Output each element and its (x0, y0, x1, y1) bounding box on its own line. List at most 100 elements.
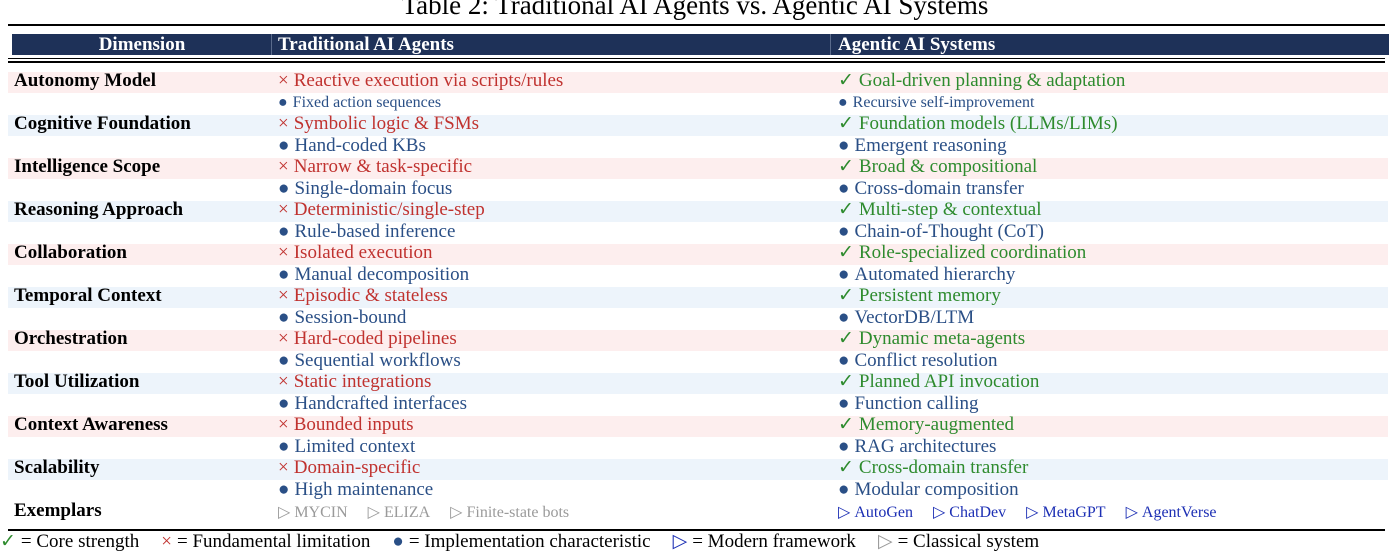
bullet-icon: ● (278, 307, 290, 328)
modern-framework-name: ChatDev (949, 504, 1007, 521)
agentic-implementation-text: RAG architectures (854, 436, 997, 457)
modern-framework-item: ▷AgentVerse (1126, 504, 1217, 521)
bullet-icon: ● (278, 94, 288, 111)
bullet-icon: ● (278, 393, 290, 414)
cross-icon: × (278, 199, 289, 220)
traditional-limitation-text: Symbolic logic & FSMs (293, 113, 479, 134)
traditional-limitation-text: Isolated execution (293, 242, 433, 263)
traditional-implementation: ●Rule-based inference (278, 221, 455, 242)
agentic-implementation-text: Conflict resolution (854, 350, 998, 371)
traditional-limitation-text: Bounded inputs (293, 414, 414, 435)
check-icon: ✓ (838, 156, 854, 177)
triangle-icon: ▷ (838, 504, 851, 521)
agentic-strength: ✓Goal-driven planning & adaptation (838, 70, 1125, 91)
agentic-implementation: ●Cross-domain transfer (838, 178, 1024, 199)
agentic-implementation-text: Cross-domain transfer (854, 178, 1024, 199)
traditional-implementation: ●Session-bound (278, 307, 406, 328)
agentic-implementation-text: Recursive self-improvement (852, 94, 1035, 111)
modern-framework-name: MetaGPT (1042, 504, 1106, 521)
row-dimension: Context Awareness (14, 414, 168, 435)
traditional-limitation: ×Static integrations (278, 371, 431, 392)
triangle-icon: ▷ (367, 504, 380, 521)
legend-item: ▷= Classical system (878, 531, 1039, 552)
bullet-icon: ● (278, 479, 290, 500)
row-dimension: Cognitive Foundation (14, 113, 191, 134)
traditional-limitation: ×Episodic & stateless (278, 285, 448, 306)
traditional-limitation: ×Narrow & task-specific (278, 156, 472, 177)
classical-system-name: MYCIN (294, 504, 348, 521)
legend-item: ×= Fundamental limitation (161, 531, 370, 552)
traditional-limitation: ×Domain-specific (278, 457, 420, 478)
row-dimension: Tool Utilization (14, 371, 140, 392)
row-dimension: Scalability (14, 457, 100, 478)
header-dimension: Dimension (98, 34, 186, 55)
table-header: Dimension Traditional AI Agents Agentic … (12, 34, 1389, 55)
traditional-implementation-text: Hand-coded KBs (294, 135, 426, 156)
row-dimension: Intelligence Scope (14, 156, 161, 177)
agentic-implementation: ●Recursive self-improvement (838, 92, 1034, 113)
header-traditional: Traditional AI Agents (278, 34, 454, 55)
bullet-icon: ● (838, 393, 850, 414)
classical-system-item: ▷MYCIN (278, 504, 348, 521)
traditional-limitation-text: Domain-specific (293, 457, 421, 478)
row-dimension: Autonomy Model (14, 70, 156, 91)
legend-text: = Implementation characteristic (408, 531, 651, 552)
bullet-icon: ● (838, 94, 848, 111)
bullet-icon: ● (278, 436, 290, 457)
agentic-implementation-text: Chain-of-Thought (CoT) (854, 221, 1044, 242)
modern-framework-item: ▷AutoGen (838, 504, 913, 521)
agentic-strength-text: Planned API invocation (858, 371, 1040, 392)
header-divider (830, 34, 831, 55)
agentic-strength: ✓Multi-step & contextual (838, 199, 1042, 220)
modern-framework-name: AgentVerse (1141, 504, 1217, 521)
agentic-implementation-text: VectorDB/LTM (854, 307, 975, 328)
check-icon: ✓ (838, 328, 854, 349)
traditional-limitation: ×Reactive execution via scripts/rules (278, 70, 563, 91)
bullet-icon: ● (838, 135, 850, 156)
cross-icon: × (278, 285, 289, 306)
exemplars-label: Exemplars (14, 500, 102, 521)
legend-text: = Modern framework (692, 531, 856, 552)
bottom-rule (8, 529, 1385, 531)
legend-text: = Fundamental limitation (177, 531, 371, 552)
bullet-icon: ● (838, 436, 850, 457)
triangle-icon: ▷ (1125, 504, 1138, 521)
row-band (8, 416, 1388, 437)
row-band (8, 373, 1388, 394)
modern-framework-name: AutoGen (854, 504, 913, 521)
modern-framework-item: ▷ChatDev (933, 504, 1006, 521)
agentic-implementation-text: Function calling (854, 393, 979, 414)
bullet-icon: ● (278, 264, 290, 285)
check-icon: ✓ (838, 242, 854, 263)
legend-item: ▷= Modern framework (673, 531, 856, 552)
legend-item: ●= Implementation characteristic (392, 531, 650, 552)
traditional-implementation-text: Limited context (294, 436, 416, 457)
traditional-limitation: ×Symbolic logic & FSMs (278, 113, 479, 134)
modern-framework-item: ▷MetaGPT (1026, 504, 1105, 521)
row-band (8, 201, 1388, 222)
traditional-implementation-text: Handcrafted interfaces (294, 393, 467, 414)
check-icon: ✓ (838, 113, 854, 134)
legend-symbol: ✓ (0, 531, 16, 552)
agentic-strength: ✓Role-specialized coordination (838, 242, 1086, 263)
agentic-implementation: ●Automated hierarchy (838, 264, 1015, 285)
row-band (8, 72, 1388, 93)
classical-system-item: ▷ELIZA (368, 504, 431, 521)
traditional-implementation-text: Single-domain focus (294, 178, 453, 199)
check-icon: ✓ (838, 70, 854, 91)
agentic-implementation-text: Modular composition (854, 479, 1019, 500)
agentic-implementation: ●RAG architectures (838, 436, 996, 457)
traditional-limitation-text: Narrow & task-specific (293, 156, 473, 177)
agentic-implementation-text: Emergent reasoning (854, 135, 1007, 156)
cross-icon: × (278, 70, 289, 91)
agentic-strength: ✓Planned API invocation (838, 371, 1039, 392)
traditional-implementation-text: Session-bound (294, 307, 407, 328)
modern-frameworks: ▷AutoGen▷ChatDev▷MetaGPT▷AgentVerse (838, 502, 1237, 523)
agentic-strength: ✓Broad & compositional (838, 156, 1037, 177)
triangle-icon: ▷ (278, 504, 291, 521)
classical-system-item: ▷Finite-state bots (450, 504, 569, 521)
check-icon: ✓ (838, 457, 854, 478)
row-band (8, 287, 1388, 308)
check-icon: ✓ (838, 371, 854, 392)
agentic-strength-text: Dynamic meta-agents (858, 328, 1026, 349)
